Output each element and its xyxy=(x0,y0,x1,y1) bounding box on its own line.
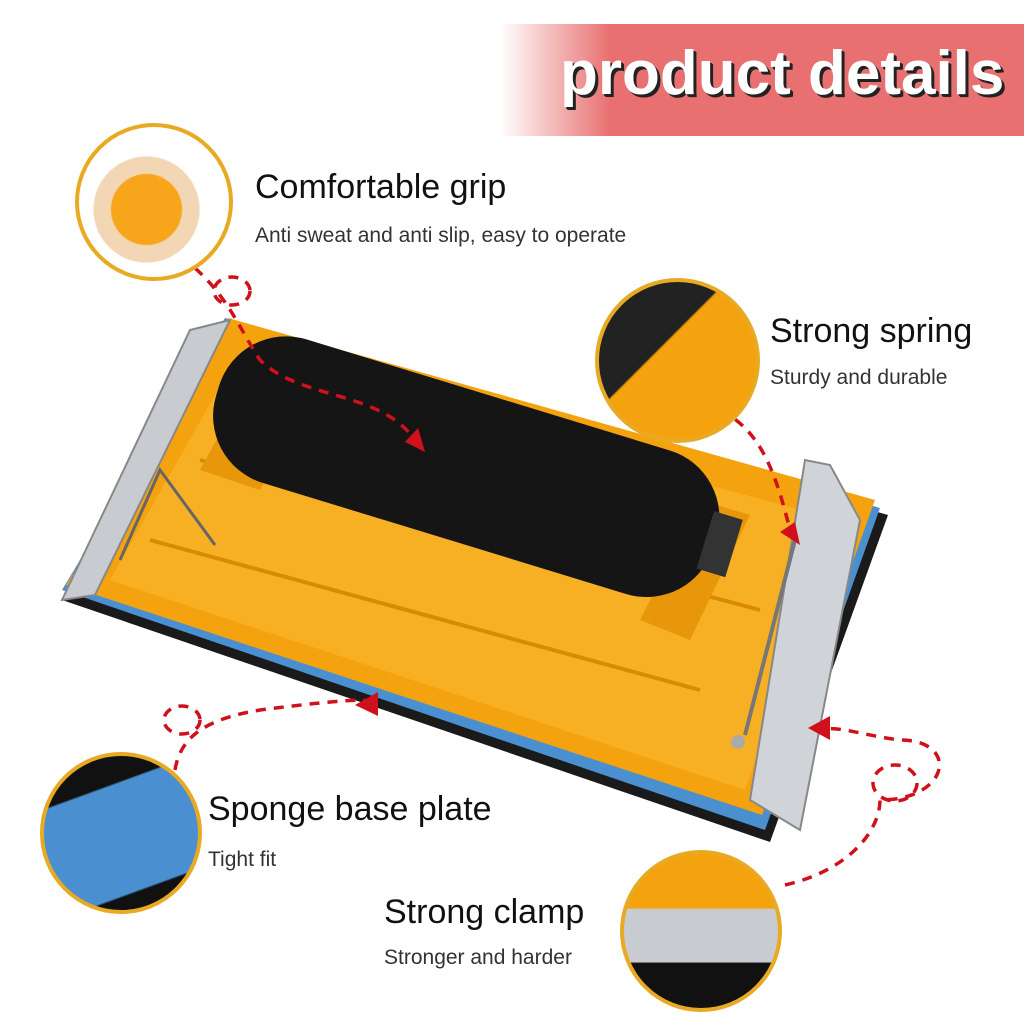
feature-clamp-title: Strong clamp xyxy=(384,893,585,931)
feature-grip-subtitle: Anti sweat and anti slip, easy to operat… xyxy=(255,224,627,247)
feature-spring-title: Strong spring xyxy=(770,312,973,350)
feature-clamp-subtitle: Stronger and harder xyxy=(384,946,572,969)
feature-sponge-title: Sponge base plate xyxy=(208,790,492,828)
grip-detail-image xyxy=(75,123,233,281)
clamp-detail-image xyxy=(620,850,782,1012)
sponge-detail-image xyxy=(40,752,202,914)
feature-spring-subtitle: Sturdy and durable xyxy=(770,366,948,389)
spring-detail-image xyxy=(595,278,760,443)
feature-grip-title: Comfortable grip xyxy=(255,168,507,206)
header-banner xyxy=(500,24,1024,136)
banner-title: product details xyxy=(560,39,1005,108)
feature-sponge-subtitle: Tight fit xyxy=(208,848,277,871)
